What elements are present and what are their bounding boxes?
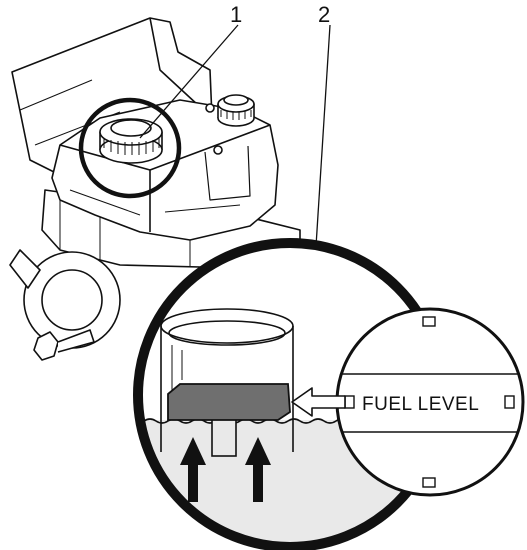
fuel-cap-highlight-circle — [78, 97, 182, 199]
up-arrow-icon — [245, 437, 271, 502]
fuel-level-window: FUEL LEVEL — [335, 307, 525, 497]
callout-2-leader — [314, 24, 331, 263]
recoil-starter — [23, 251, 121, 349]
engine-illustration — [9, 17, 301, 361]
fuel-gauge-cylinder — [160, 308, 294, 452]
callout-1-number: 1 — [230, 2, 242, 27]
fuel-level-label: FUEL LEVEL — [362, 394, 479, 415]
bolt-icon — [33, 329, 95, 361]
up-arrow-icon — [180, 437, 206, 502]
float-plate — [167, 383, 291, 421]
pointer-arrow-icon — [291, 387, 346, 417]
fuel-cap-icon — [99, 118, 163, 164]
callout-2-number: 2 — [318, 2, 330, 27]
oil-cap-icon — [217, 94, 255, 127]
callout-1-leader — [139, 24, 239, 139]
